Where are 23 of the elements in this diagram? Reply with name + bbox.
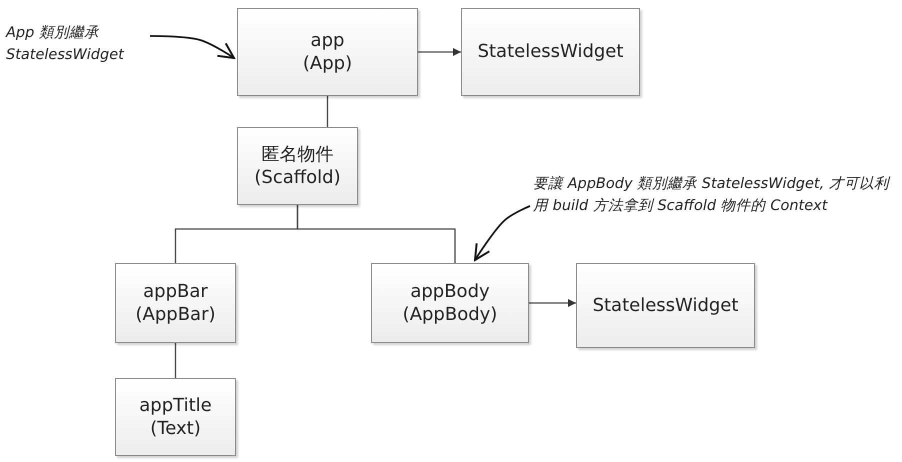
annotation-arrow [150, 35, 235, 59]
class-box [237, 127, 358, 205]
node-label: appBody (AppBody) [402, 280, 498, 326]
annotation-arrow [474, 205, 530, 261]
node-label: 匿名物件 (Scaffold) [254, 142, 341, 190]
connector-line [326, 96, 328, 127]
annotation-text: 要讓 AppBody 類別繼承 StatelessWidget, 才可以利用 build 方法拿到 Scaffold 物件的 Context [533, 174, 892, 216]
node-label: appBar (AppBar) [136, 280, 216, 326]
arrow [418, 48, 461, 56]
class-box [461, 8, 640, 96]
class-box [576, 263, 755, 348]
node-label: StatelessWidget [478, 40, 624, 64]
connector-line [174, 343, 176, 378]
node-label: appTitle (Text) [139, 394, 212, 440]
annotation-text: App 類別繼承 StatelessWidget [6, 24, 126, 65]
arrow [529, 299, 576, 307]
connector-line [296, 205, 456, 263]
class-box [115, 263, 236, 343]
class-box [115, 378, 236, 456]
node-label: StatelessWidget [592, 294, 738, 318]
class-box [371, 263, 529, 343]
class-box [237, 8, 418, 96]
node-label: app (App) [302, 28, 352, 76]
